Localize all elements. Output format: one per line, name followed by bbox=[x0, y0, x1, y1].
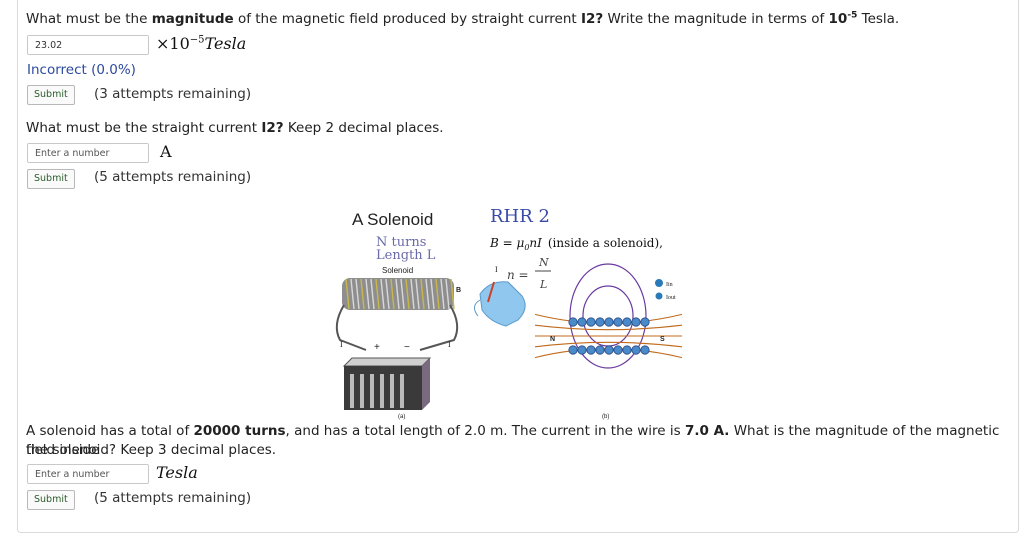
q1-text: of the magnetic field produced by straig… bbox=[233, 11, 581, 27]
q3-submit-button[interactable]: Submit bbox=[27, 490, 75, 510]
battery-minus: − bbox=[404, 342, 410, 353]
q3-emph-turns: 20000 turns bbox=[193, 423, 286, 439]
q2-submit-button[interactable]: Submit bbox=[27, 169, 75, 189]
right-hand-icon bbox=[474, 281, 526, 327]
coil-cross-section bbox=[568, 317, 650, 355]
q1-prompt: What must be the magnitude of the magnet… bbox=[26, 10, 899, 29]
q2-prompt: What must be the straight current I2? Ke… bbox=[26, 119, 444, 138]
solenoid-figure: A Solenoid N turns Length L Solenoid B I… bbox=[335, 206, 683, 420]
pole-n-label: N bbox=[550, 336, 555, 343]
current-label-left: I bbox=[340, 340, 343, 349]
pole-s-label: S bbox=[660, 336, 665, 343]
q3-unit: Tesla bbox=[156, 463, 198, 482]
q1-submit-button[interactable]: Submit bbox=[27, 85, 75, 105]
q1-feedback: Incorrect (0.0%) bbox=[27, 62, 136, 78]
battery-plus: + bbox=[374, 342, 380, 353]
formula: B = μ0nI(inside a solenoid), bbox=[489, 236, 663, 252]
q2-answer-input[interactable] bbox=[27, 143, 149, 163]
caption-b: (b) bbox=[602, 414, 609, 420]
q3-prompt-line2: the solenoid? Keep 3 decimal places. bbox=[26, 442, 277, 458]
q2-emph-i2: I2? bbox=[261, 120, 284, 136]
fraction-numerator: N bbox=[538, 256, 549, 269]
q2-text: What must be the straight current bbox=[26, 120, 262, 136]
q2-unit: A bbox=[160, 142, 172, 161]
q2-attempts: (5 attempts remaining) bbox=[94, 169, 252, 185]
q3-answer-input[interactable] bbox=[27, 464, 149, 484]
q3-text: A solenoid has a total of bbox=[26, 423, 194, 439]
rhr-title: RHR 2 bbox=[490, 206, 550, 227]
b-field-label: B bbox=[456, 287, 461, 294]
current-label-right: I bbox=[448, 340, 451, 349]
q1-text: What must be the bbox=[26, 11, 152, 27]
q3-unit-name: Tesla bbox=[156, 463, 198, 482]
q1-emph-i2: I2? bbox=[581, 11, 604, 27]
q1-answer-input[interactable] bbox=[27, 35, 149, 55]
n-turns-label: N turns bbox=[376, 235, 426, 250]
solenoid-title: A Solenoid bbox=[352, 210, 433, 229]
q1-unit: ×10−5Tesla bbox=[156, 34, 246, 53]
q3-attempts: (5 attempts remaining) bbox=[94, 490, 252, 506]
q1-text: Write the magnitude in terms of bbox=[603, 11, 829, 27]
q1-exponent: -5 bbox=[847, 10, 858, 21]
q1-emph-magnitude: magnitude bbox=[151, 11, 234, 27]
q1-attempts: (3 attempts remaining) bbox=[94, 86, 252, 102]
q1-unit-exponent: −5 bbox=[189, 34, 205, 46]
q3-text: , and has a total length of 2.0 m. The c… bbox=[285, 423, 685, 439]
legend-out: Iout bbox=[666, 295, 676, 301]
hand-current-label: I bbox=[495, 265, 498, 274]
q1-unit-prefix: ×10 bbox=[156, 34, 190, 53]
solenoid-coil bbox=[342, 278, 455, 310]
q1-emph-ten: 10 bbox=[828, 11, 848, 27]
q1-unit-name: Tesla bbox=[204, 34, 247, 53]
question-panel bbox=[17, 0, 1019, 533]
q1-text: Tesla. bbox=[857, 11, 900, 27]
solenoid-coil-label: Solenoid bbox=[382, 266, 413, 275]
legend-in: Iin bbox=[666, 282, 673, 288]
length-label: Length L bbox=[376, 248, 436, 263]
fraction-denominator: L bbox=[539, 278, 547, 291]
n-equation: n = bbox=[507, 268, 529, 282]
q3-emph-current: 7.0 A. bbox=[684, 423, 730, 439]
q3-prompt: A solenoid has a total of 20000 turns, a… bbox=[26, 422, 1006, 460]
q3-text: What is the magnitude of the magnetic fi… bbox=[26, 423, 1000, 458]
caption-a: (a) bbox=[398, 414, 405, 420]
q2-text: Keep 2 decimal places. bbox=[283, 120, 444, 136]
battery-icon bbox=[342, 357, 432, 410]
